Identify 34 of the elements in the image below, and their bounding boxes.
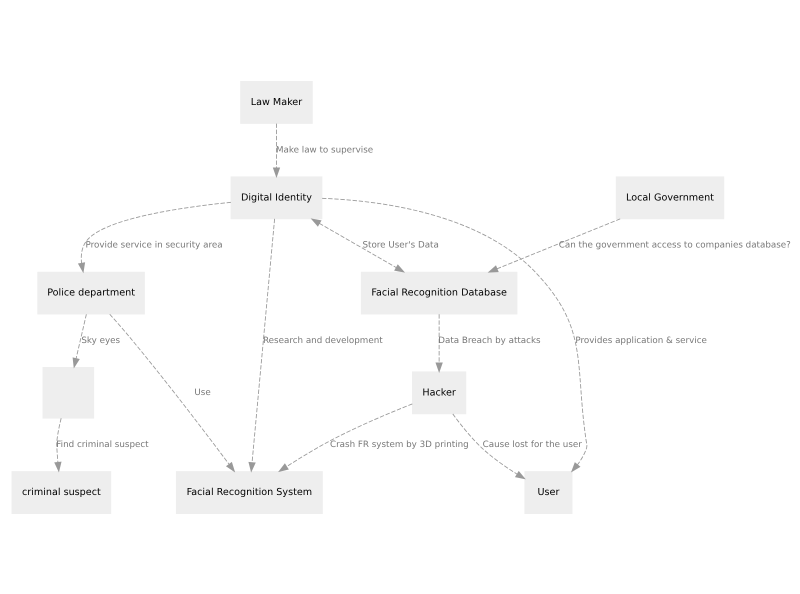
edge-label: Use [194, 388, 211, 398]
node-box: Police department [37, 271, 145, 314]
node-box: Facial Recognition Database [360, 271, 518, 314]
edge-label: Crash FR system by 3D printing [330, 440, 469, 450]
node-box: Local Government [616, 176, 724, 219]
node-box: User [524, 470, 572, 514]
arrow [248, 218, 276, 472]
arrow [322, 197, 588, 472]
edge-label: Sky eyes [81, 335, 120, 346]
node-box: Facial Recognition System [176, 470, 323, 514]
edge-label: Provides application & service [575, 335, 707, 346]
edge-label: Research and development [262, 335, 383, 346]
arrow [435, 313, 443, 372]
arrow [452, 413, 526, 479]
arrow [78, 201, 232, 273]
node-box: Law Maker [240, 80, 313, 124]
edge-label: Data Breach by attacks [438, 335, 541, 346]
edge-label: Cause lost for the user [482, 440, 582, 450]
edge-label: Provide service in security area [86, 240, 223, 250]
node-box: criminal suspect [12, 470, 112, 514]
arrow [488, 218, 621, 272]
arrow [310, 218, 406, 272]
edge-label: Store User's Data [362, 240, 439, 250]
edge-label: Can the government access to companies database? [558, 240, 791, 250]
edge-label: Make law to supervise [276, 144, 374, 155]
arrow [72, 313, 87, 368]
arrow [54, 417, 62, 472]
arrow [109, 313, 236, 472]
node-box: Hacker [412, 370, 466, 414]
arrow [272, 122, 280, 178]
node-box [42, 366, 94, 418]
edge-label: Find criminal suspect [56, 440, 149, 450]
node-box: Digital Identity [230, 176, 322, 219]
arrow [278, 402, 413, 472]
